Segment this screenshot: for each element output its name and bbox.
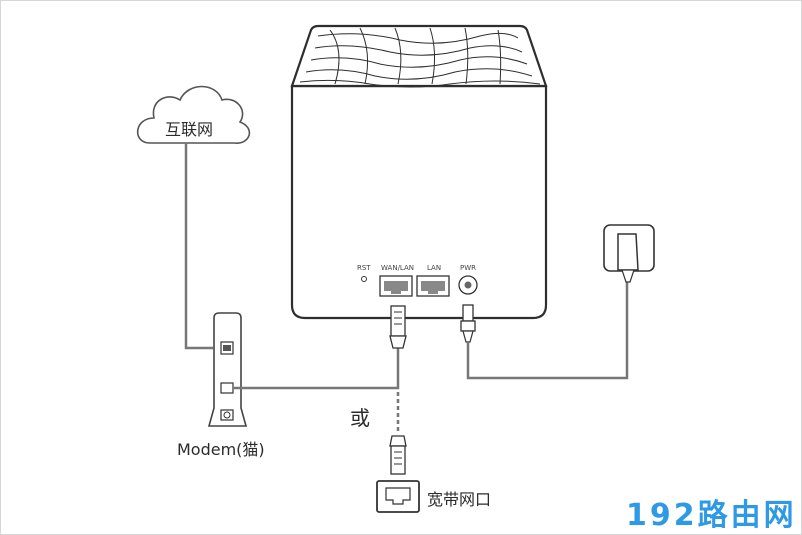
internet-label: 互联网 [165, 120, 214, 139]
wan-lan-port [379, 275, 413, 297]
lan-port [416, 275, 450, 297]
wan-lan-port-label: WAN/LAN [381, 264, 415, 272]
ethernet-plug-icon [389, 305, 407, 349]
power-plug-icon [460, 304, 476, 343]
router-device [290, 24, 548, 320]
internet-cable [184, 143, 213, 350]
lan-port-label: LAN [427, 264, 442, 272]
rst-button [361, 276, 367, 282]
pwr-port-label: PWR [460, 264, 477, 272]
modem-lan-port [220, 382, 234, 394]
wall-port-label: 宽带网口 [427, 490, 492, 509]
modem-power-port [220, 409, 234, 421]
power-cable [466, 276, 629, 380]
rst-port-label: RST [357, 264, 371, 272]
lower-ethernet-plug-icon [389, 435, 407, 475]
site-watermark: 192路由网 [626, 498, 797, 533]
or-label: 或 [350, 406, 370, 430]
modem-label: Modem(猫) [177, 440, 265, 459]
power-port [458, 275, 478, 295]
modem-device [207, 312, 248, 427]
internet-cloud-icon [136, 85, 251, 144]
wall-broadband-port-icon [376, 480, 420, 513]
power-adapter-icon [617, 233, 639, 271]
modem-router-cable [233, 347, 400, 390]
router-top-texture [299, 27, 541, 88]
